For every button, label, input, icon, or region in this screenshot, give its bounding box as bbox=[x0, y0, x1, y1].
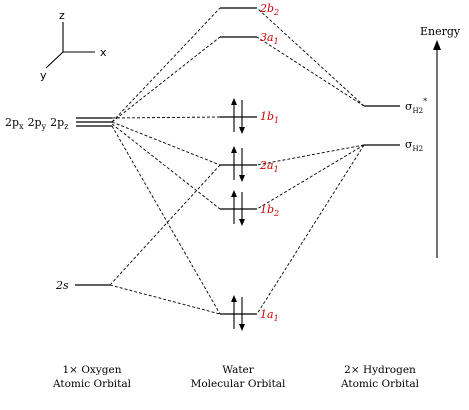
mo-1a1-label: 1a1 bbox=[260, 308, 279, 323]
mo-1b2-label: 1b2 bbox=[260, 203, 279, 218]
correlation-lines bbox=[109, 7, 365, 315]
electron-pair-2a1 bbox=[231, 146, 245, 182]
water-orbitals: 2b2 3a1 1b1 2a1 1b2 1a1 bbox=[220, 2, 279, 323]
oxygen-caption-line1: 1× Oxygen bbox=[63, 364, 122, 376]
oxygen-caption-line2: Atomic Orbital bbox=[52, 378, 132, 390]
water-caption-line1: Water bbox=[222, 364, 255, 376]
axis-x-label: x bbox=[100, 46, 107, 59]
energy-axis: Energy bbox=[420, 25, 461, 258]
electron-pair-1b2 bbox=[231, 190, 245, 226]
oxygen-2s-label: 2s bbox=[55, 279, 69, 292]
water-caption-line2: Molecular Orbital bbox=[191, 378, 286, 390]
coordinate-axes: z x y bbox=[40, 9, 107, 82]
hydrogen-caption-line1: 2× Hydrogen bbox=[344, 364, 416, 376]
mo-2a1-label: 2a1 bbox=[259, 159, 279, 174]
captions: 1× Oxygen Atomic Orbital Water Molecular… bbox=[52, 364, 420, 390]
electron-pair-1a1 bbox=[231, 295, 245, 331]
energy-label: Energy bbox=[420, 25, 461, 38]
mo-3a1-label: 3a1 bbox=[260, 31, 279, 46]
hydrogen-caption-line2: Atomic Orbital bbox=[340, 378, 420, 390]
axis-y-label: y bbox=[40, 69, 47, 82]
mo-1b1-label: 1b1 bbox=[260, 110, 279, 125]
electron-pair-1b1 bbox=[231, 98, 245, 134]
electron-pairs bbox=[231, 98, 245, 331]
hydrogen-orbitals: σH2* σH2 bbox=[364, 97, 427, 153]
axis-z-label: z bbox=[59, 9, 65, 22]
sigma-label: σH2 bbox=[405, 138, 423, 153]
mo-2b2-label: 2b2 bbox=[259, 2, 279, 17]
sigma-star-label: σH2* bbox=[405, 97, 427, 115]
